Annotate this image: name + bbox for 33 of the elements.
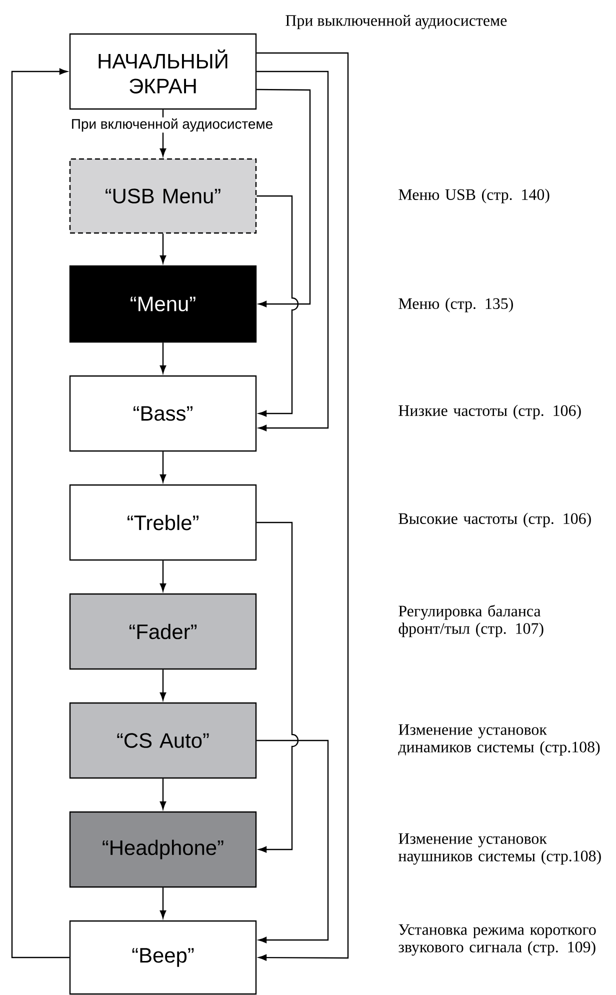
arrow — [160, 560, 166, 592]
arrow — [160, 778, 166, 810]
description-text: Высокие частоты (стр. 106) — [398, 512, 591, 528]
arrow — [256, 52, 349, 961]
arrow — [160, 452, 166, 482]
arrow — [11, 68, 70, 958]
arrow — [256, 522, 298, 853]
note-text: При выключенной аудиосистеме — [286, 14, 507, 30]
menu-box: “Headphone” — [69, 811, 257, 888]
arrow — [160, 670, 166, 700]
arrow — [160, 234, 166, 264]
description-text: Меню USB (стр. 140) — [398, 188, 550, 204]
arrow — [256, 195, 299, 417]
menu-box: НАЧАЛЬНЫЙ ЭКРАН — [69, 33, 257, 110]
menu-box: “USB Menu” — [69, 158, 257, 234]
menu-box: “Treble” — [69, 484, 257, 561]
arrow — [256, 70, 329, 432]
menu-box: “CS Auto” — [69, 702, 257, 779]
arrow — [256, 88, 311, 308]
menu-box: “Beep” — [69, 920, 257, 995]
arrow — [256, 740, 329, 944]
menu-box: “Menu” — [69, 265, 257, 343]
menu-box: “Fader” — [69, 593, 257, 670]
description-text: Изменение установок наушников системы (стр.108) — [398, 833, 601, 865]
description-text: Установка режима короткого звукового сигнала (стр. 109) — [398, 924, 596, 956]
arrow — [160, 342, 166, 374]
description-text: Изменение установок динамиков системы (стр.108) — [398, 724, 600, 756]
menu-box: “Bass” — [69, 375, 257, 452]
description-text: Меню (стр. 135) — [398, 298, 513, 312]
description-text: Низкие частоты (стр. 106) — [398, 404, 581, 420]
arrow — [160, 888, 166, 918]
description-text: Регулировка баланса фронт/тыл (стр. 107) — [398, 604, 544, 638]
edge-label: При включенной аудиосистеме — [70, 117, 274, 133]
